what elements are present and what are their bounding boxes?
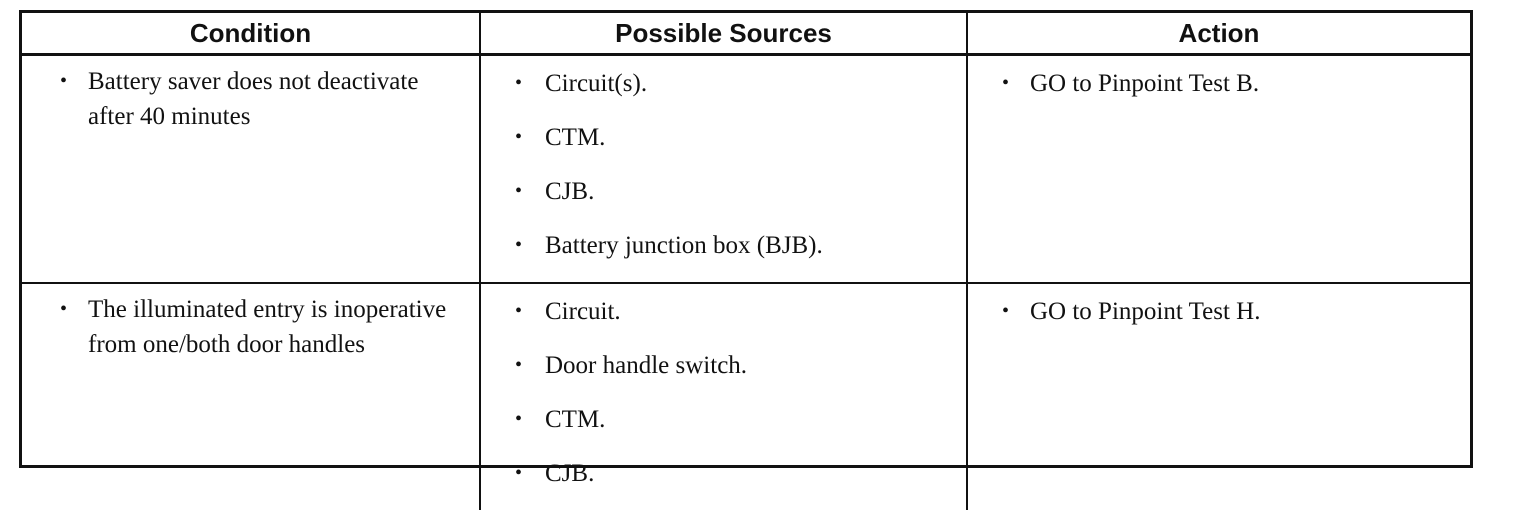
source-text: Battery junction box (BJB). bbox=[545, 232, 823, 259]
table-row: • The illuminated entry is inoperative fr… bbox=[22, 283, 1470, 510]
condition-text: The illuminated entry is inoperative fro… bbox=[88, 296, 447, 358]
header-condition: Condition bbox=[22, 13, 481, 56]
bullet-icon: • bbox=[515, 180, 523, 202]
action-item: • GO to Pinpoint Test H. bbox=[968, 294, 1470, 329]
source-item: • CTM. bbox=[481, 402, 966, 437]
bullet-icon: • bbox=[515, 300, 523, 322]
source-item: • Circuit. bbox=[481, 294, 966, 329]
action-cell: • GO to Pinpoint Test B. bbox=[967, 54, 1470, 284]
source-item: • Door handle switch. bbox=[481, 348, 966, 383]
source-item: • Circuit(s). bbox=[481, 66, 966, 101]
header-action: Action bbox=[967, 13, 1470, 56]
source-text: CJB. bbox=[545, 178, 595, 205]
source-text: Circuit(s). bbox=[545, 70, 648, 97]
condition-cell: • Battery saver does not deactivate after… bbox=[22, 54, 481, 284]
source-text: CTM. bbox=[545, 124, 606, 151]
bullet-icon: • bbox=[515, 354, 523, 376]
condition-item: • The illuminated entry is inoperative fr… bbox=[22, 292, 479, 362]
bullet-icon: • bbox=[1002, 72, 1010, 94]
bullet-icon: • bbox=[515, 234, 523, 256]
bullet-icon: • bbox=[1002, 300, 1010, 322]
action-item: • GO to Pinpoint Test B. bbox=[968, 66, 1470, 101]
symptom-chart-table: Condition Possible Sources Action • Batte… bbox=[22, 13, 1470, 510]
bullet-icon: • bbox=[60, 70, 68, 92]
bullet-icon: • bbox=[515, 126, 523, 148]
condition-item: • Battery saver does not deactivate after… bbox=[22, 64, 479, 134]
table-row: • Battery saver does not deactivate after… bbox=[22, 54, 1470, 284]
condition-cell: • The illuminated entry is inoperative fr… bbox=[22, 283, 481, 510]
action-text: GO to Pinpoint Test H. bbox=[1030, 298, 1261, 325]
bullet-icon: • bbox=[515, 408, 523, 430]
source-item: • CTM. bbox=[481, 120, 966, 155]
header-row: Condition Possible Sources Action bbox=[22, 13, 1470, 56]
sources-cell: • Circuit(s). • CTM. • CJB. • Battery juncti… bbox=[480, 54, 968, 284]
action-text: GO to Pinpoint Test B. bbox=[1030, 70, 1260, 97]
bullet-icon: • bbox=[515, 72, 523, 94]
source-item: • CJB. bbox=[481, 174, 966, 209]
source-text: CJB. bbox=[545, 460, 595, 487]
diagnostic-table-frame: Condition Possible Sources Action • Batte… bbox=[19, 10, 1473, 510]
source-text: CTM. bbox=[545, 406, 606, 433]
source-text: Door handle switch. bbox=[545, 352, 748, 379]
source-text: Circuit. bbox=[545, 298, 621, 325]
bullet-icon: • bbox=[60, 298, 68, 320]
header-possible-sources: Possible Sources bbox=[480, 13, 968, 56]
source-item: • Battery junction box (BJB). bbox=[481, 228, 966, 263]
condition-text: Battery saver does not deactivate after … bbox=[88, 68, 419, 130]
sources-cell: • Circuit. • Door handle switch. • CTM. • CJ… bbox=[480, 283, 968, 510]
action-cell: • GO to Pinpoint Test H. bbox=[967, 283, 1470, 510]
source-item: • CJB. bbox=[481, 456, 966, 491]
bullet-icon: • bbox=[515, 462, 523, 484]
